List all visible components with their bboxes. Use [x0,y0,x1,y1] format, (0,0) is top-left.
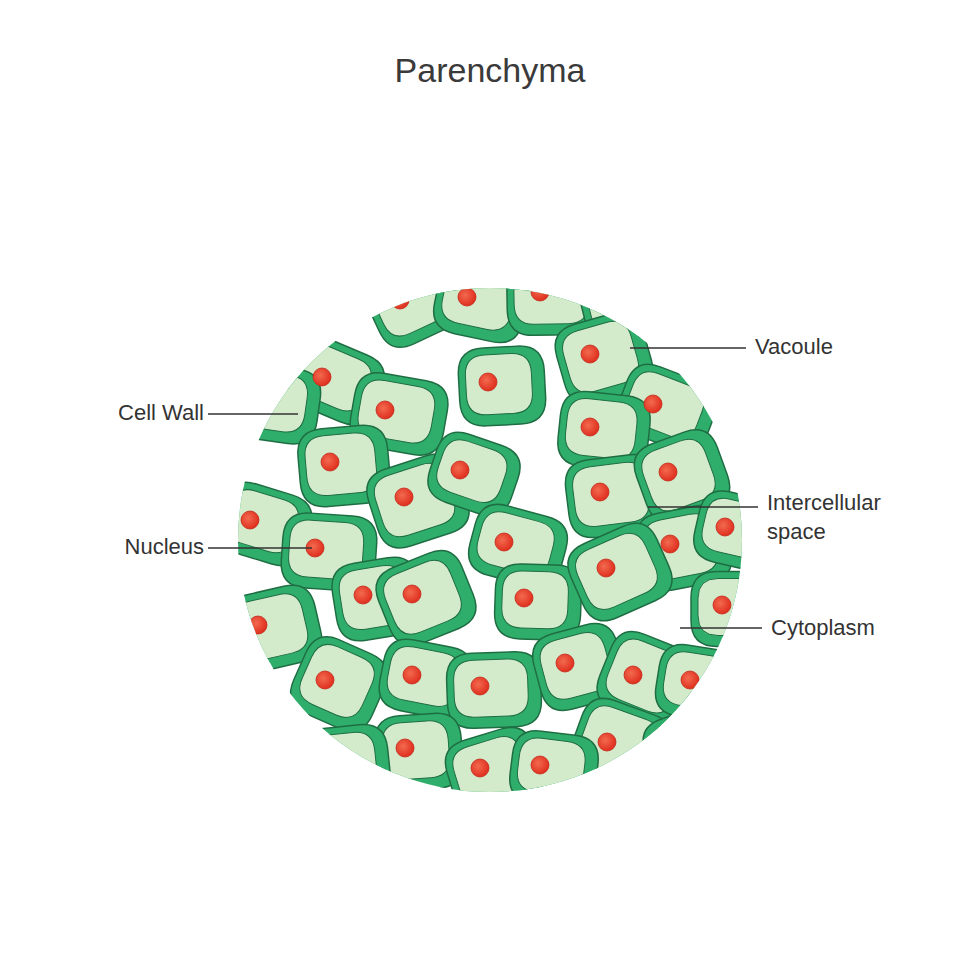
nucleus [253,391,271,409]
nucleus [661,535,679,553]
leader-line [630,347,746,348]
nucleus [403,585,421,603]
vacuole [698,495,774,562]
cell-wall [691,572,781,647]
vacuole [226,590,312,665]
nucleus [591,483,609,501]
vacuole [294,639,380,723]
parenchyma-cell [561,516,680,628]
nucleus [316,671,334,689]
leader-line [648,506,758,507]
nucleus [556,654,574,672]
parenchyma-cell [507,728,601,810]
vacuole [515,736,587,798]
vacuole [513,263,588,324]
cell-wall [652,641,756,727]
nucleus [601,286,619,304]
parenchyma-cell [283,630,395,739]
parenchyma-cell [457,345,547,427]
cell-wall [561,516,680,628]
nucleus [597,559,615,577]
parenchyma-cell [691,572,781,647]
nucleus [376,401,394,419]
leader-line [680,627,762,628]
diagram-title: Parenchyma [0,48,980,92]
part-label: Cell Wall [118,399,204,428]
nucleus [716,518,734,536]
nucleus [659,463,677,481]
vacuole [570,528,663,616]
vacuole [646,708,736,789]
vacuole [464,352,533,415]
nucleus [531,756,549,774]
parenchyma-cell [637,697,751,801]
nucleus [451,461,469,479]
nucleus [471,677,489,695]
nucleus [495,533,513,551]
vacuole [453,658,529,718]
nucleus [396,739,414,757]
parenchyma-cell [446,651,543,729]
vacuole [432,435,512,508]
nucleus [249,616,267,634]
cell-wall [295,722,392,806]
nucleus [681,671,699,689]
vacuole [501,570,569,629]
part-label: Vacoule [755,333,955,362]
vacuole [661,649,743,714]
nucleus [321,453,339,471]
part-label: Cytoplasm [771,614,961,643]
nucleus [321,751,339,769]
nucleus [644,395,662,413]
nucleus [471,759,489,777]
nucleus [671,736,689,754]
vacuole [303,730,379,794]
part-label: Nucleus [125,533,204,562]
cell-wall [369,544,483,653]
nucleus [515,589,533,607]
cell-wall [637,697,751,801]
vacuole [378,555,467,640]
cell-wall [457,345,547,427]
nucleus [458,288,476,306]
vacuole [563,397,639,461]
nucleus [241,511,259,529]
nucleus [403,666,421,684]
leader-line [208,413,298,414]
nucleus [598,733,616,751]
tissue-ground [238,288,742,792]
vacuole [381,719,451,780]
parenchyma-cell [652,641,756,727]
nucleus [531,283,549,301]
vacuole [698,579,768,636]
parenchyma-cell [295,722,392,806]
cell-wall [507,728,601,810]
cell-wall [283,630,395,739]
cell-wall [446,651,543,729]
nucleus [479,373,497,391]
nucleus [395,488,413,506]
nucleus [313,368,331,386]
leader-lines [208,348,762,628]
nucleus [713,596,731,614]
leader-line [208,547,312,548]
nucleus [354,586,372,604]
vacuole [237,369,310,435]
nucleus [581,345,599,363]
nucleus [581,418,599,436]
nucleus [391,291,409,309]
cell-group [210,249,789,822]
nucleus [624,666,642,684]
part-label: Intercellular space [767,489,927,546]
parenchyma-cell [369,544,483,653]
